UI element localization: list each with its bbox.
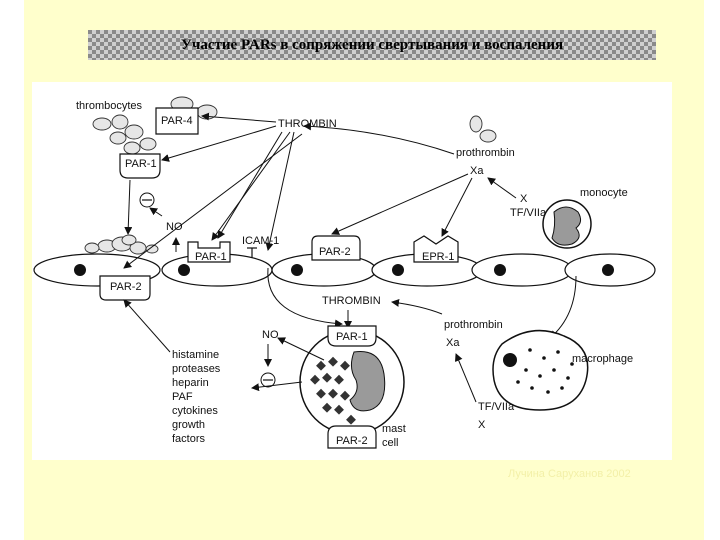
thrombin-bottom-label: THROMBIN [322,295,381,307]
thrombocytes-label: thrombocytes [76,100,143,112]
macrophage-granules [516,348,574,394]
x-top-label: X [520,193,528,205]
mast-cell-label-1: mast [382,423,406,435]
thrombin-top-label: THROMBIN [278,118,337,130]
icam1-label: ICAM-1 [242,235,279,247]
par2-label-middle: PAR-2 [319,246,351,258]
xa-top-label: Xa [470,165,484,177]
par4-label: PAR-4 [161,115,193,127]
mediator-item: proteases [172,363,221,375]
mediator-list: histamine proteases heparin PAF cytokine… [172,349,221,445]
mediator-item: histamine [172,349,219,361]
mediator-item: cytokines [172,405,218,417]
par2-receptor-mast [327,425,377,449]
epr1-receptor [413,235,459,263]
prothrombin-bottom-label: prothrombin [444,319,503,331]
mast-cell-granules [310,356,356,425]
footer-credit: Лучина Саруханов 2002 [508,468,631,480]
x-bottom-label: X [478,419,486,431]
par2-receptor-middle [311,235,361,261]
epr1-label: EPR-1 [422,251,454,263]
mediator-item: growth [172,419,205,431]
macrophage-label: macrophage [572,353,633,365]
mast-cell-nucleus [349,350,386,412]
macrophage-nucleus [503,353,517,367]
xa-bottom-label: Xa [446,337,460,349]
no-label-top: NO [166,221,183,233]
mast-cell-label-2: cell [382,437,399,449]
thrombocyte-cluster [84,96,497,255]
par1-label-mast: PAR-1 [336,331,368,343]
par-diagram: thrombocytes PAR-4 PAR-1 NO PAR-2 PAR-1 … [33,96,656,449]
endothelial-nuclei [74,264,614,276]
par2-label-mast: PAR-2 [336,435,368,447]
par1-receptor-platelet [119,153,161,179]
arrows-top [123,112,517,269]
monocyte-label: monocyte [580,187,628,199]
monocyte-nucleus [551,206,582,246]
par1-receptor-endothelium [187,241,231,263]
endothelial-cell [471,253,573,287]
mediator-item: factors [172,433,206,445]
par2-receptor-endothelium [99,275,151,301]
par4-receptor [155,107,199,135]
diagram-panel: thrombocytes PAR-4 PAR-1 NO PAR-2 PAR-1 … [32,82,672,460]
mediator-item: heparin [172,377,209,389]
no-label-bottom: NO [262,329,279,341]
par1-label-platelet: PAR-1 [125,158,157,170]
par1-receptor-mast [327,325,377,347]
macrophage-cell [492,329,589,411]
mediator-item: PAF [172,391,193,403]
tf-viia-top-label: TF/VIIa [510,207,547,219]
slide-title: Участие PARs в сопряжении свертывания и … [180,36,564,53]
title-banner: Участие PARs в сопряжении свертывания и … [88,30,656,60]
tf-viia-bottom-label: TF/VIIa [478,401,515,413]
par1-label-endothelium: PAR-1 [195,251,227,263]
par2-label-endothelium: PAR-2 [110,281,142,293]
prothrombin-top-label: prothrombin [456,147,515,159]
